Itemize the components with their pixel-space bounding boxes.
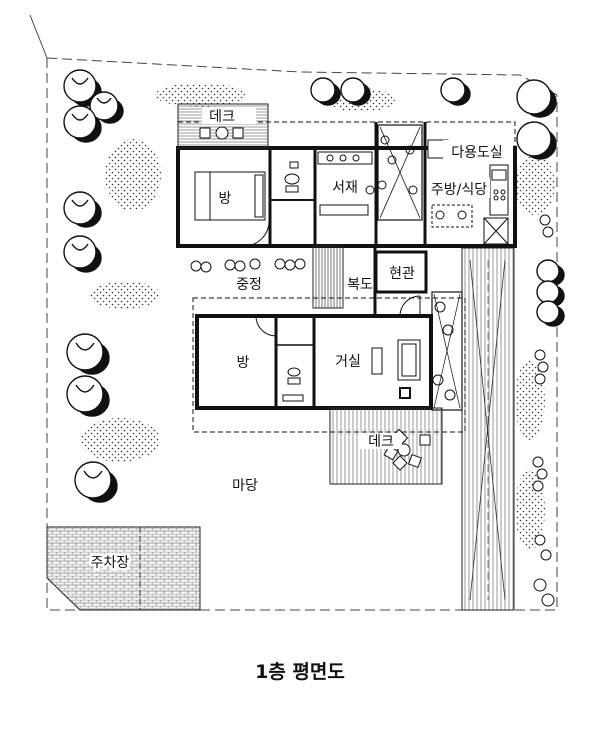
label-deck-bottom: 데크 bbox=[368, 434, 394, 450]
label-living: 거실 bbox=[335, 354, 361, 370]
kitchen-counter bbox=[427, 139, 509, 245]
room-labels: 데크 방 서재 다용도실 주방/식당 현관 복도 중정 방 거실 데크 마당 주… bbox=[88, 109, 503, 574]
deck-top bbox=[177, 103, 269, 149]
label-room-top: 방 bbox=[219, 191, 232, 207]
bed-upper bbox=[194, 171, 266, 221]
parking-area bbox=[46, 526, 201, 611]
label-kitchen: 주방/식당 bbox=[431, 182, 487, 198]
label-hallway: 복도 bbox=[347, 277, 373, 293]
label-study: 서재 bbox=[332, 180, 358, 196]
living-furniture bbox=[371, 339, 421, 399]
deck-bottom bbox=[329, 407, 443, 485]
tree-group bbox=[63, 69, 565, 503]
small-shrubs bbox=[190, 135, 555, 607]
floor-plan: 데크 방 서재 다용도실 주방/식당 현관 복도 중정 방 거실 데크 마당 주… bbox=[29, 14, 565, 611]
walkway bbox=[461, 247, 515, 611]
site-corner-line bbox=[29, 14, 48, 59]
bathroom-lower bbox=[282, 367, 304, 402]
label-utility: 다용도실 bbox=[451, 145, 503, 161]
site-boundary bbox=[46, 57, 558, 611]
lower-wing bbox=[192, 291, 466, 433]
label-entrance: 현관 bbox=[389, 266, 415, 282]
study-furniture bbox=[317, 151, 375, 216]
bathroom-upper bbox=[284, 161, 300, 193]
label-courtyard: 중정 bbox=[236, 277, 262, 293]
label-deck-top: 데크 bbox=[209, 109, 235, 125]
label-backgrounds bbox=[384, 140, 513, 284]
label-yard: 마당 bbox=[232, 478, 258, 494]
plan-caption: 1층 평면도 bbox=[255, 661, 345, 683]
stairs bbox=[312, 245, 344, 309]
middle-connection bbox=[373, 246, 428, 317]
label-parking: 주차장 bbox=[91, 555, 130, 571]
upper-wing bbox=[176, 121, 517, 248]
label-room-bottom: 방 bbox=[237, 355, 250, 371]
